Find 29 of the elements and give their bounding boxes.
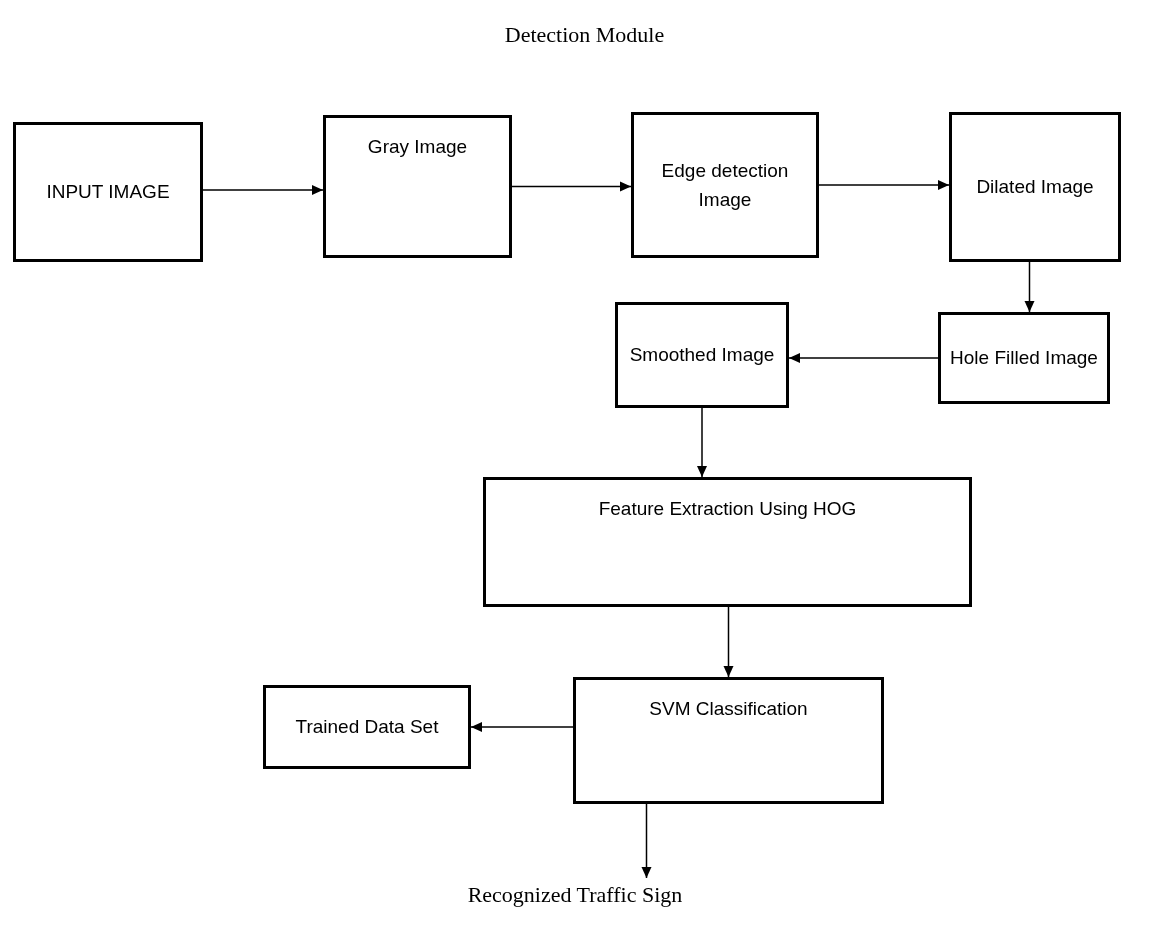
box-label: Hole Filled Image: [950, 346, 1098, 371]
arrow: [818, 180, 950, 190]
arrow: [1024, 261, 1035, 313]
process-box: [615, 302, 789, 408]
box-label: Trained Data Set: [295, 715, 439, 740]
process-box: [949, 112, 1121, 262]
diagram-title: Detection Module: [503, 22, 666, 48]
box-label: Smoothed Image: [629, 343, 775, 368]
arrow: [788, 353, 939, 363]
process-box: [573, 677, 884, 804]
arrow: [723, 606, 734, 678]
box-label: SVM Classification: [649, 697, 808, 721]
process-box: [13, 122, 203, 262]
box-label: Feature Extraction Using HOG: [598, 497, 857, 521]
arrow: [697, 407, 707, 478]
arrow: [202, 185, 324, 195]
process-box: [631, 112, 819, 258]
arrow: [641, 803, 652, 879]
process-box: [483, 477, 972, 607]
output-label: Recognized Traffic Sign: [467, 880, 683, 909]
arrow: [470, 722, 574, 732]
process-box: [263, 685, 471, 769]
process-box: [938, 312, 1110, 404]
box-label: INPUT IMAGE: [46, 180, 170, 205]
box-label: Dilated Image: [976, 175, 1094, 200]
box-label: Gray Image: [367, 135, 468, 159]
box-label: Edge detection Image: [660, 158, 790, 212]
arrow: [511, 181, 632, 192]
process-box: [323, 115, 512, 258]
